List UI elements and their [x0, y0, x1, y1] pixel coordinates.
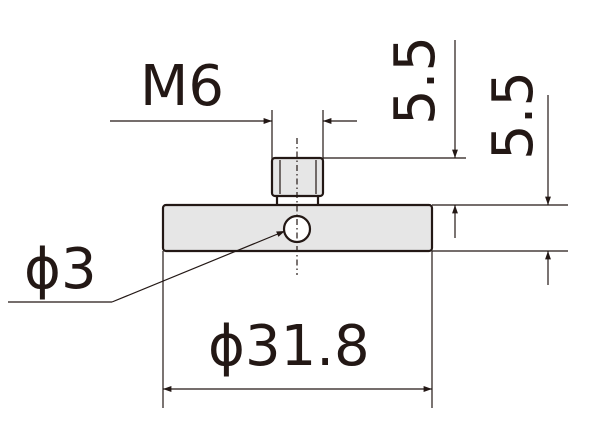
body-height-label: 5.5: [481, 71, 546, 160]
hole-diameter-label: ϕ3: [24, 237, 97, 302]
body-diameter-label: ϕ31.8: [208, 314, 370, 379]
hole-leader-slope: [111, 230, 286, 303]
m6-label: M6: [140, 54, 224, 119]
stud-height-label: 5.5: [383, 36, 448, 125]
